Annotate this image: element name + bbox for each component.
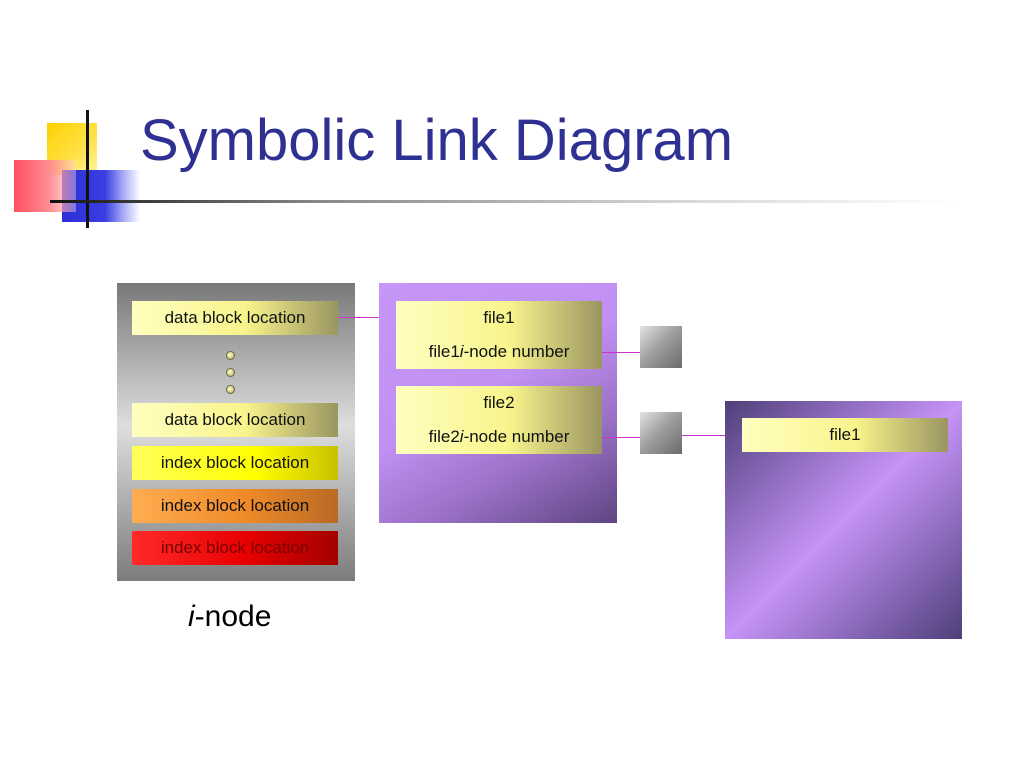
inode-data-block-location-2: data block location [132,403,338,437]
connector-inode-to-directory [338,317,396,318]
ellipsis-dot-3 [226,385,235,394]
file1-inode-block [640,326,682,368]
directory-entry-file1-name: file1 [396,301,602,335]
file2-inode-block [640,412,682,454]
inode-index-block-location-single: index block location [132,446,338,480]
inode-index-block-location-triple: index block location [132,531,338,565]
page-title: Symbolic Link Diagram [140,108,734,173]
title-decoration-vertical-line [86,110,89,228]
directory-entry-file1-inode-number: file1 i-node number [396,335,602,369]
ellipsis-dot-1 [226,351,235,360]
directory-entry-file2-name: file2 [396,386,602,420]
title-decoration-red-square [14,160,76,212]
symlink-data-content: file1 [742,418,948,452]
connector-file1-to-inode [602,352,640,353]
inode-index-block-location-double: index block location [132,489,338,523]
connector-file2-to-inode [602,437,640,438]
directory-entry-file2-inode-number: file2 i-node number [396,420,602,454]
connector-file2-inode-to-data [682,435,742,436]
inode-caption: i-node [188,600,272,633]
title-underline [50,200,960,203]
ellipsis-dot-2 [226,368,235,377]
inode-data-block-location-1: data block location [132,301,338,335]
